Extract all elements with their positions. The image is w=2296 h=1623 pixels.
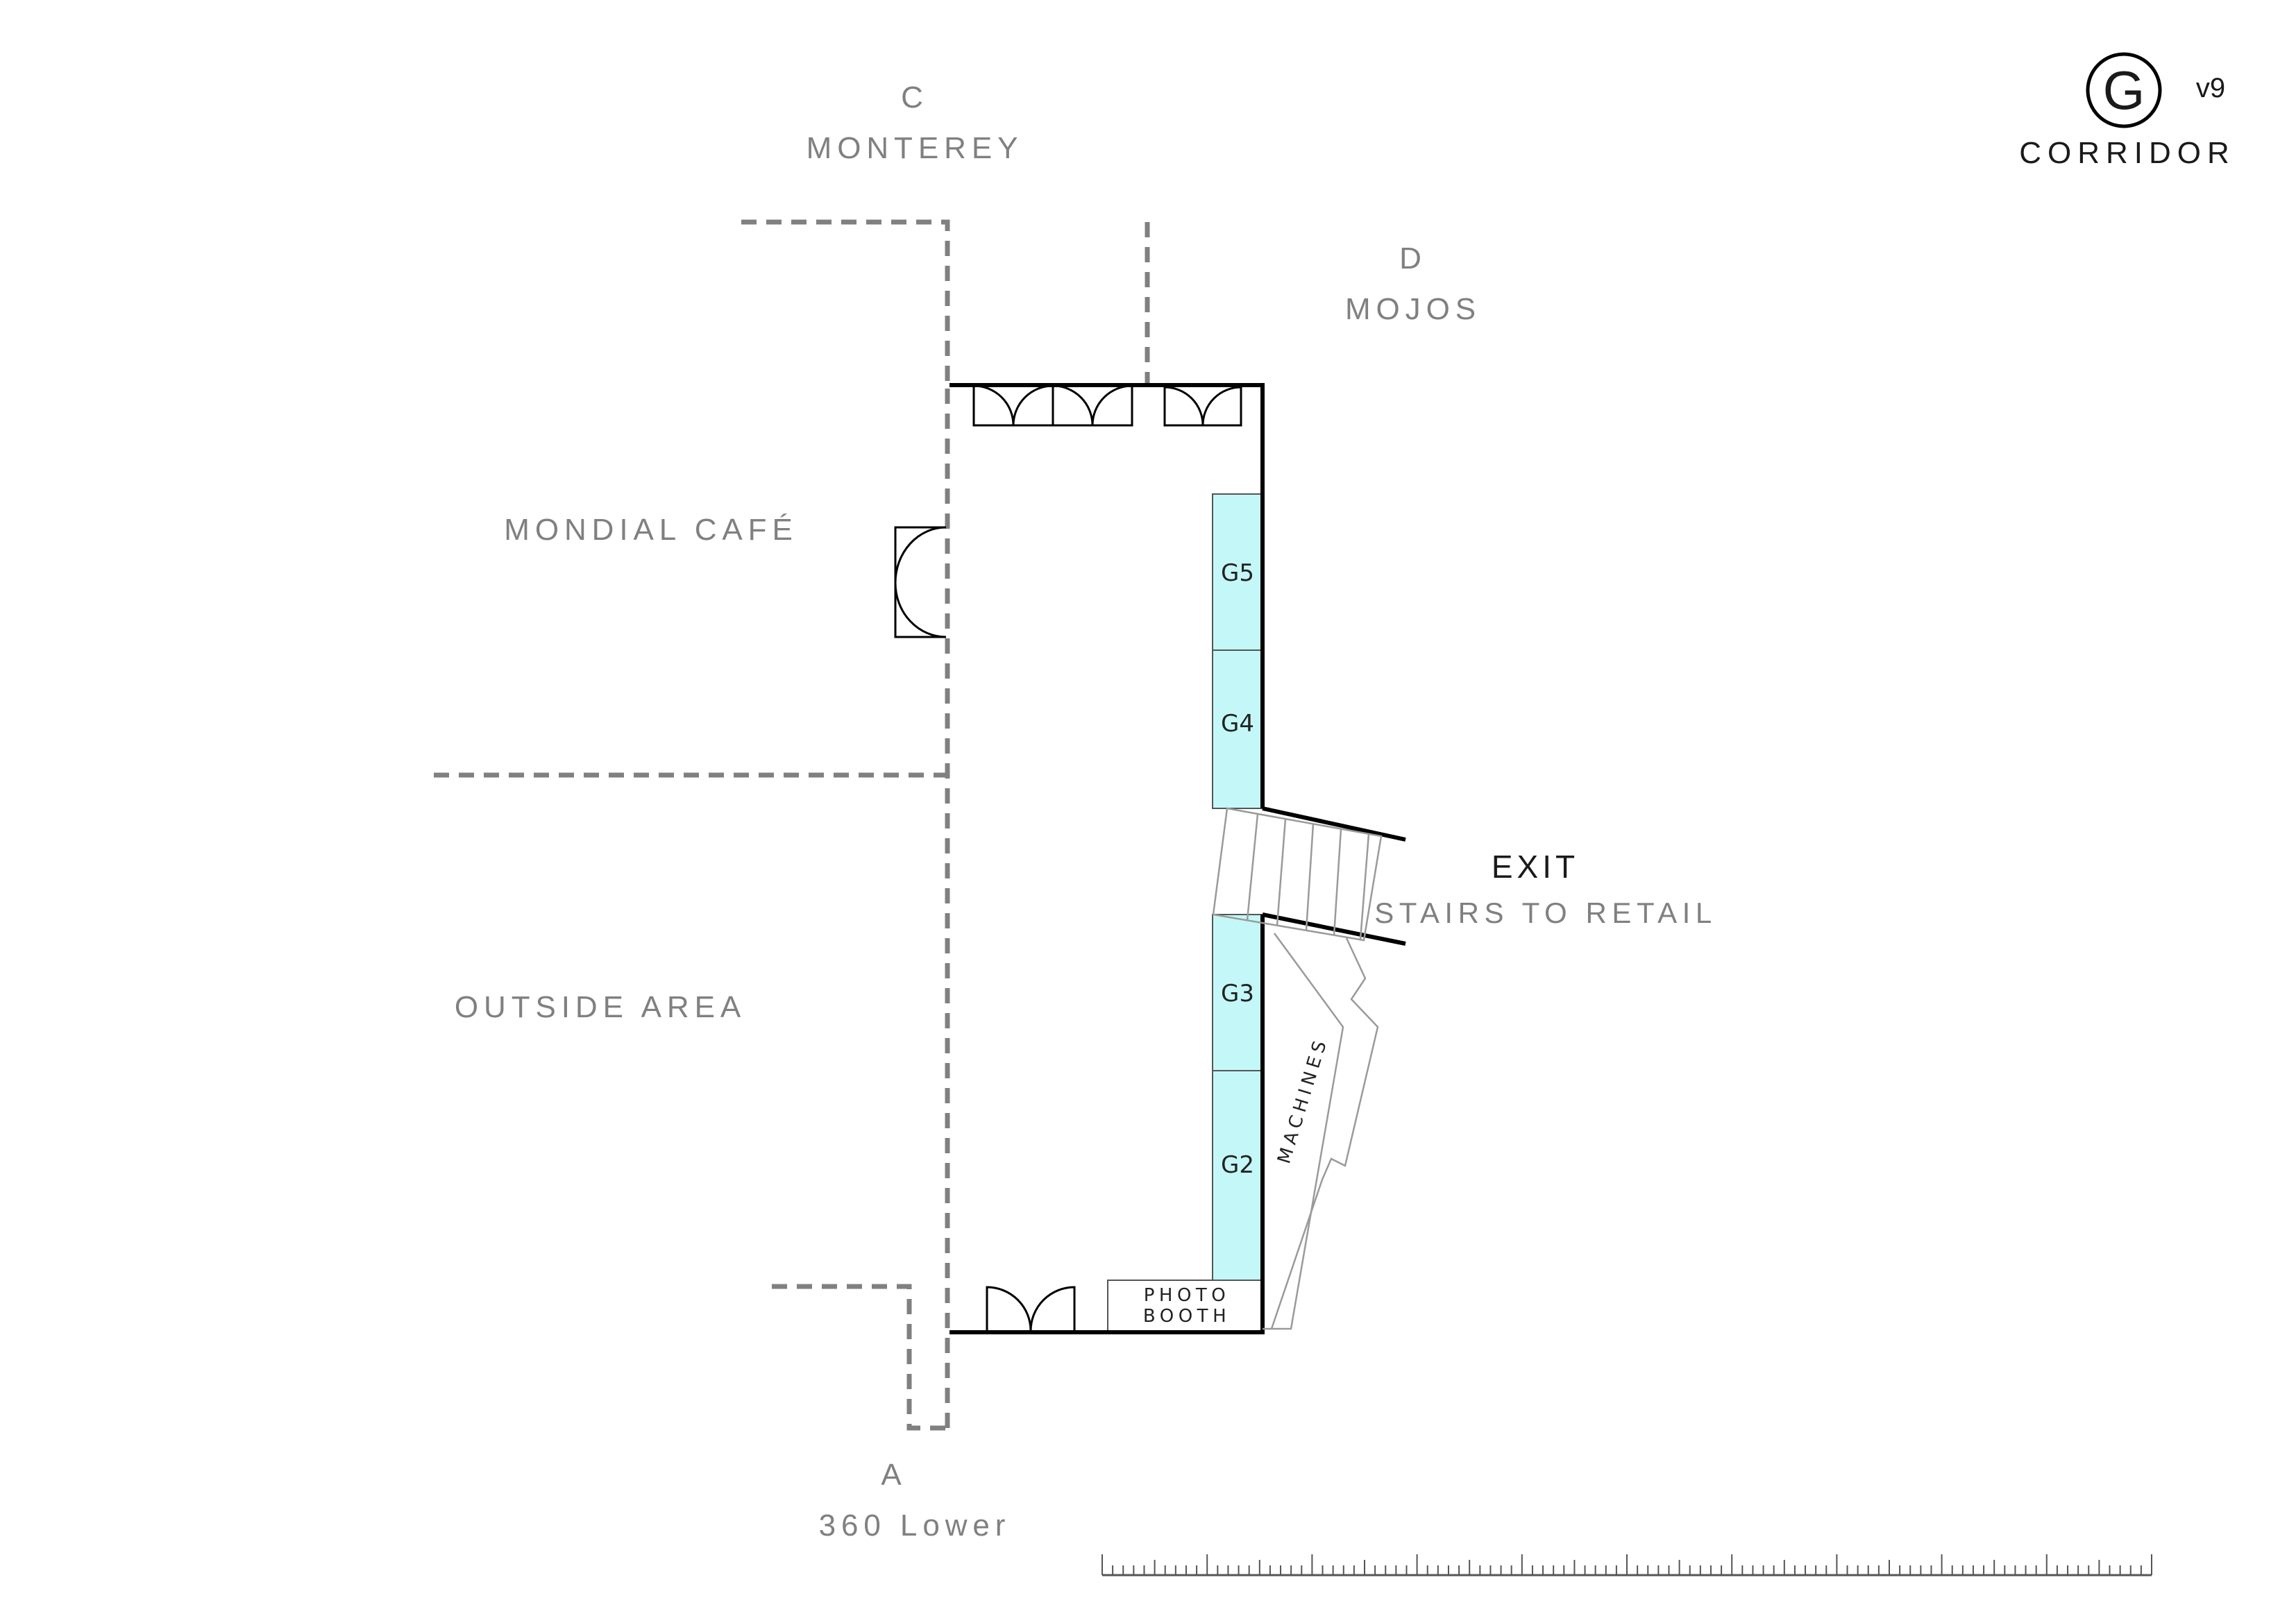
- door-bottom-2-icon: [1029, 1286, 1076, 1332]
- door-bottom-1-icon: [986, 1286, 1032, 1332]
- scale-bar: [1101, 1554, 2152, 1577]
- unit-g2-label: G2: [1221, 1151, 1254, 1179]
- doors: [894, 384, 1242, 1332]
- door-top-4-icon: [1091, 384, 1133, 427]
- door-top-3-icon: [1052, 384, 1094, 427]
- dashed-boundaries: [434, 219, 1150, 1431]
- area-outside: OUTSIDE AREA: [455, 990, 746, 1024]
- exit-sub-label: STAIRS TO RETAIL: [1374, 897, 1717, 929]
- walls: [949, 383, 1406, 1334]
- machines-zone: MACHINES: [1263, 933, 1379, 1330]
- unit-g5-label: G5: [1221, 559, 1254, 587]
- unit-g3: [1212, 914, 1263, 1071]
- unit-g5: [1212, 493, 1263, 651]
- area-a-name: 360 Lower: [819, 1509, 1011, 1543]
- door-left-1-icon: [894, 526, 947, 584]
- unit-g4-label: G4: [1221, 710, 1254, 738]
- photo-booth-line1: PHOTO: [1144, 1285, 1231, 1306]
- version-label: v9: [2196, 73, 2225, 103]
- area-d-name: MOJOS: [1345, 292, 1481, 326]
- area-c-name: MONTEREY: [807, 131, 1024, 165]
- logo-letter: G: [2103, 60, 2145, 121]
- units: G5 G4 G3 G2: [1212, 493, 1263, 1281]
- door-top-2-icon: [1012, 384, 1054, 427]
- area-d-letter: D: [1399, 241, 1427, 275]
- area-mondial-cafe: MONDIAL CAFÉ: [504, 513, 797, 547]
- door-left-2-icon: [894, 582, 947, 638]
- stairs: [1212, 807, 1383, 942]
- page-title: CORRIDOR: [2019, 136, 2236, 170]
- door-top-6-icon: [1201, 386, 1242, 427]
- door-top-1-icon: [972, 384, 1015, 427]
- area-a-letter: A: [881, 1458, 906, 1492]
- photo-booth-line2: BOOTH: [1143, 1306, 1231, 1327]
- exit-label: EXIT: [1492, 849, 1579, 885]
- photo-booth: PHOTO BOOTH: [1107, 1280, 1263, 1333]
- unit-g2: [1212, 1070, 1263, 1281]
- area-c-letter: C: [901, 80, 929, 114]
- logo-circle-icon: [2086, 52, 2162, 128]
- unit-g3-label: G3: [1221, 980, 1254, 1008]
- door-top-5-icon: [1163, 386, 1204, 427]
- machines-label: MACHINES: [1274, 1035, 1332, 1166]
- logo: G v9 CORRIDOR: [2019, 52, 2236, 170]
